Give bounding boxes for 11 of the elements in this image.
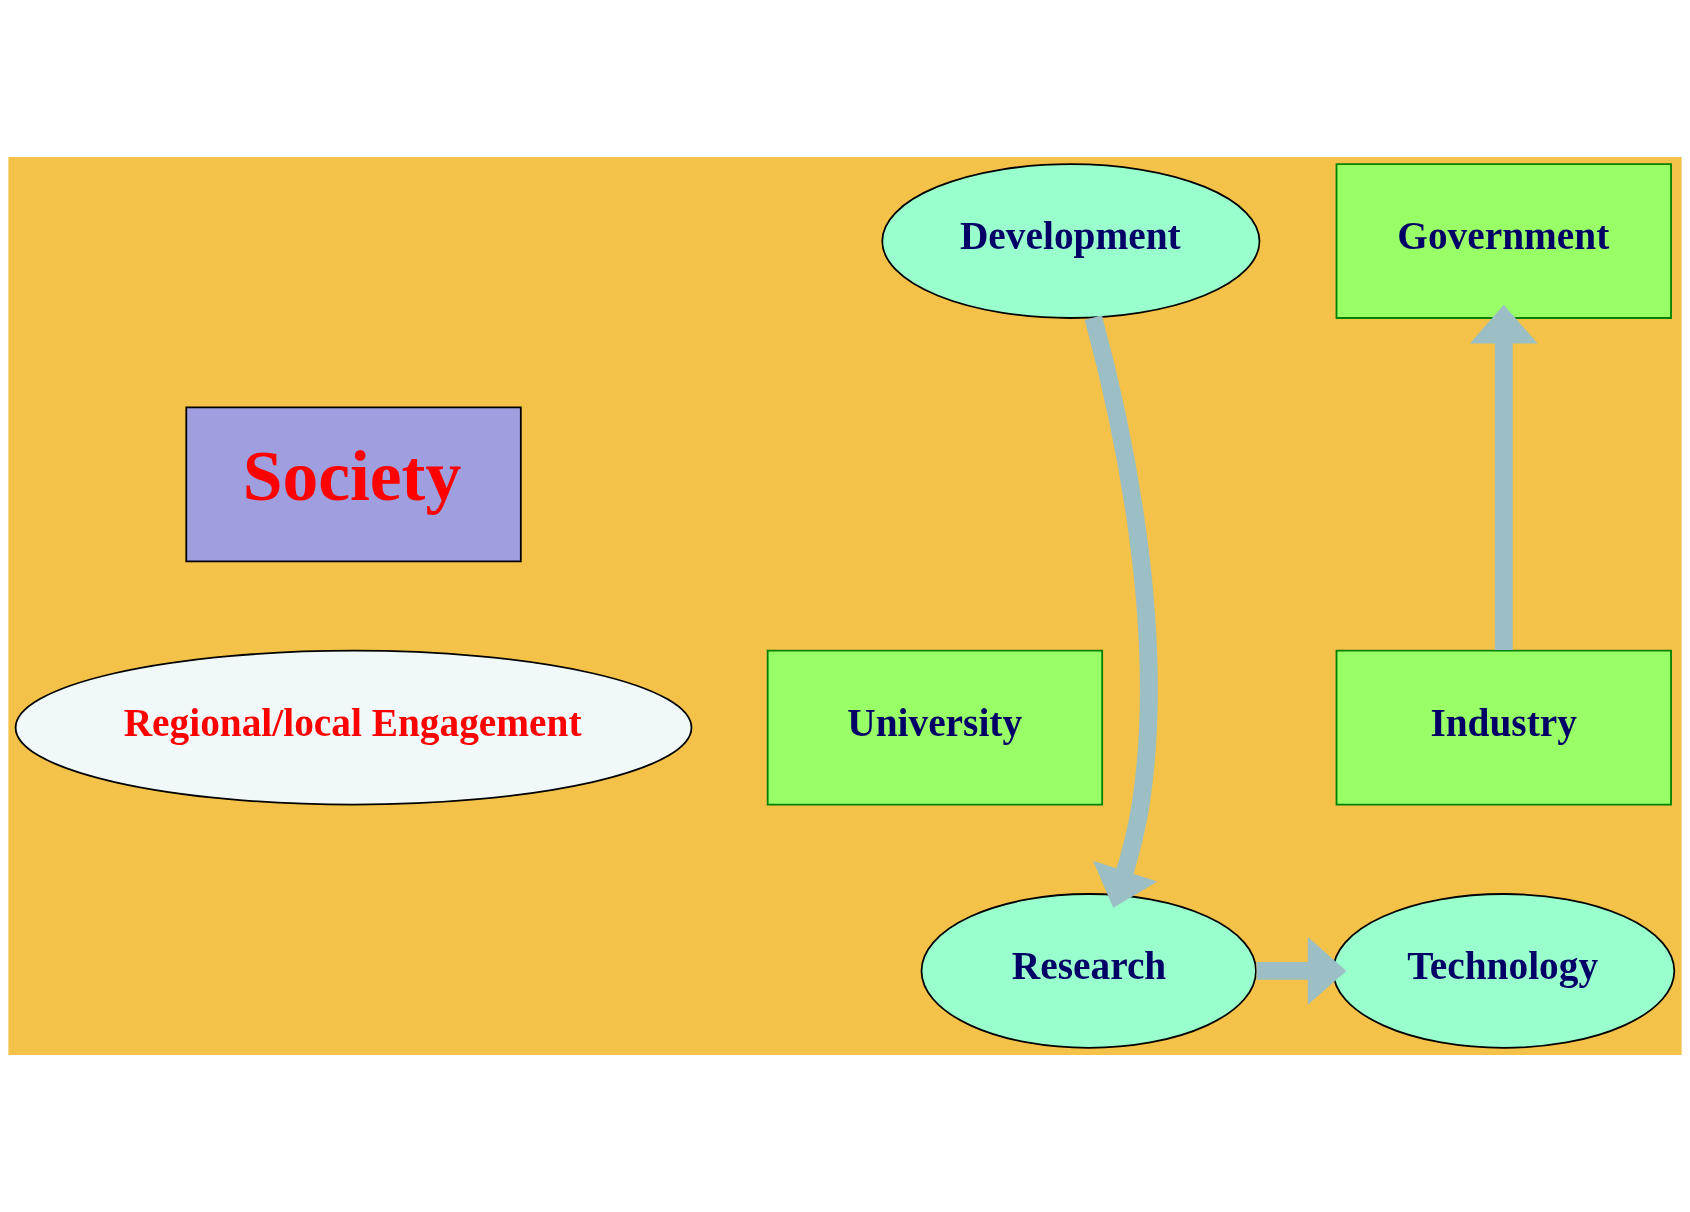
node-ellipse: Research bbox=[920, 893, 1257, 1049]
arrow bbox=[1084, 315, 1158, 908]
node-ellipse: Technology bbox=[1332, 893, 1676, 1049]
node-box: University bbox=[766, 649, 1104, 806]
node-ellipse: Development bbox=[881, 163, 1261, 319]
node-box: Industry bbox=[1335, 649, 1672, 806]
node-box: Society bbox=[185, 406, 522, 563]
node-ellipse: Regional/local Engagement bbox=[14, 649, 693, 806]
node-box: Government bbox=[1335, 163, 1672, 319]
arrow bbox=[1256, 937, 1347, 1005]
arrow bbox=[1470, 304, 1538, 651]
